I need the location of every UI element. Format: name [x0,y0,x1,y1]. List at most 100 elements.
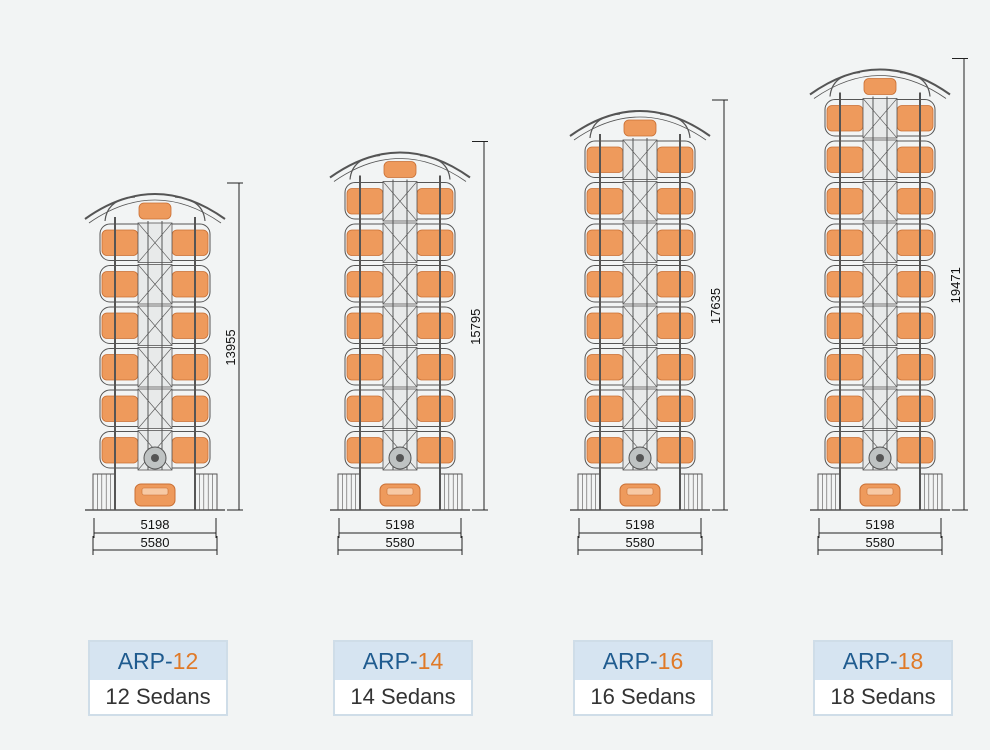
parking-level [344,347,456,388]
car-right [416,271,454,298]
parking-level [584,181,696,222]
car-left [101,395,139,422]
dome-canopy [809,68,951,99]
car-right [896,105,934,132]
car-right [171,271,209,298]
parking-level [99,347,211,388]
parking-level [99,222,211,263]
model-prefix: ARP- [602,647,658,674]
parking-level [584,139,696,180]
dome-canopy [84,193,226,224]
top-car [383,161,417,178]
parking-level [584,430,696,471]
car-left [101,271,139,298]
model-label-arp-18: ARP-18 18 Sedans [813,640,953,716]
capacity-label: 18 Sedans [830,684,936,709]
car-left [586,229,624,256]
parking-level [344,264,456,305]
parking-level [344,222,456,263]
height-dimension: 13955 [223,182,243,511]
parking-level [344,430,456,471]
ground-grille-left [92,473,116,511]
entrance-car [134,483,176,507]
car-left [826,395,864,422]
drive-hub [396,454,404,462]
height-dimension: 15795 [468,141,488,511]
parking-level [584,305,696,346]
inner-width-label: 5198 [866,517,895,532]
height-dimension-label: 13955 [223,329,238,365]
model-name: ARP-12 [90,642,226,680]
model-name: ARP-18 [815,642,951,680]
parking-level [824,222,936,263]
car-right [896,354,934,381]
car-right [896,229,934,256]
parking-level [824,139,936,180]
car-right [416,354,454,381]
parking-level [99,388,211,429]
car-right [171,437,209,464]
drive-hub [876,454,884,462]
top-car [863,78,897,95]
car-left [101,312,139,339]
car-right [656,312,694,339]
outer-width-label: 5580 [626,535,655,550]
top-car [138,202,172,220]
height-dimension: 19471 [948,58,968,511]
model-label-arp-14: ARP-14 14 Sedans [333,640,473,716]
parking-level [344,305,456,346]
car-left [346,437,384,464]
car-right [896,271,934,298]
model-prefix: ARP- [842,647,898,674]
car-right [896,312,934,339]
parking-level [584,222,696,263]
outer-width-label: 5580 [386,535,415,550]
entrance-car [619,483,661,507]
car-right [171,395,209,422]
car-right [171,354,209,381]
car-left [586,395,624,422]
model-number: 12 [172,647,199,674]
tower-arp-12: 13955 5198 5580 [84,182,243,555]
car-left [586,312,624,339]
parking-level [344,388,456,429]
model-number: 14 [417,647,444,674]
model-number: 16 [657,647,684,674]
car-left [346,395,384,422]
car-left [346,312,384,339]
car-right [896,437,934,464]
parking-level [99,430,211,471]
model-prefix: ARP- [117,647,173,674]
car-left [826,312,864,339]
model-name: ARP-16 [575,642,711,680]
parking-level [824,181,936,222]
car-left [586,188,624,215]
car-right [656,229,694,256]
model-prefix: ARP- [362,647,418,674]
height-dimension-label: 15795 [468,309,483,345]
capacity-label: 16 Sedans [590,684,696,709]
car-left [346,354,384,381]
car-right [416,229,454,256]
parking-level [824,347,936,388]
car-left [101,354,139,381]
car-right [656,271,694,298]
parking-level [99,305,211,346]
ground-grille-right [439,473,463,511]
capacity-label: 12 Sedans [105,684,211,709]
car-right [656,146,694,173]
car-left [826,188,864,215]
drive-hub [636,454,644,462]
car-left [346,271,384,298]
car-right [656,188,694,215]
parking-level [824,305,936,346]
outer-width-label: 5580 [141,535,170,550]
car-left [586,354,624,381]
car-right [416,437,454,464]
car-left [826,105,864,132]
inner-width-label: 5198 [141,517,170,532]
